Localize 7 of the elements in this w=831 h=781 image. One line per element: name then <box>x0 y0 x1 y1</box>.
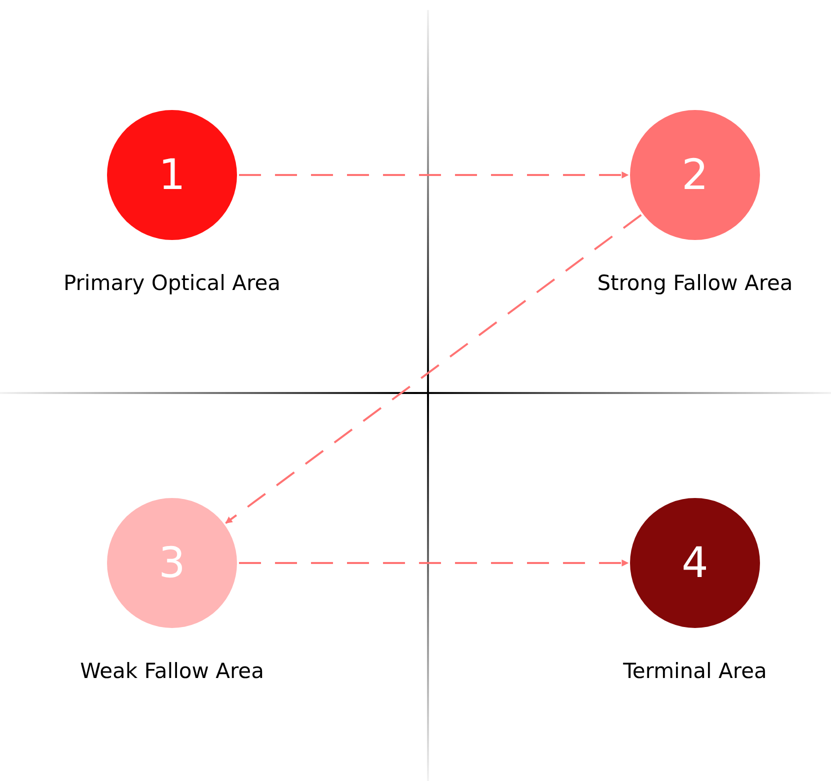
dashed-arrow <box>239 172 629 178</box>
dashed-arrow <box>239 560 629 566</box>
area-label: Strong Fallow Area <box>597 270 793 296</box>
area-label: Weak Fallow Area <box>80 658 264 684</box>
dashed-arrow <box>225 214 642 524</box>
area-label: Terminal Area <box>623 658 767 684</box>
area-label: Primary Optical Area <box>64 270 280 296</box>
